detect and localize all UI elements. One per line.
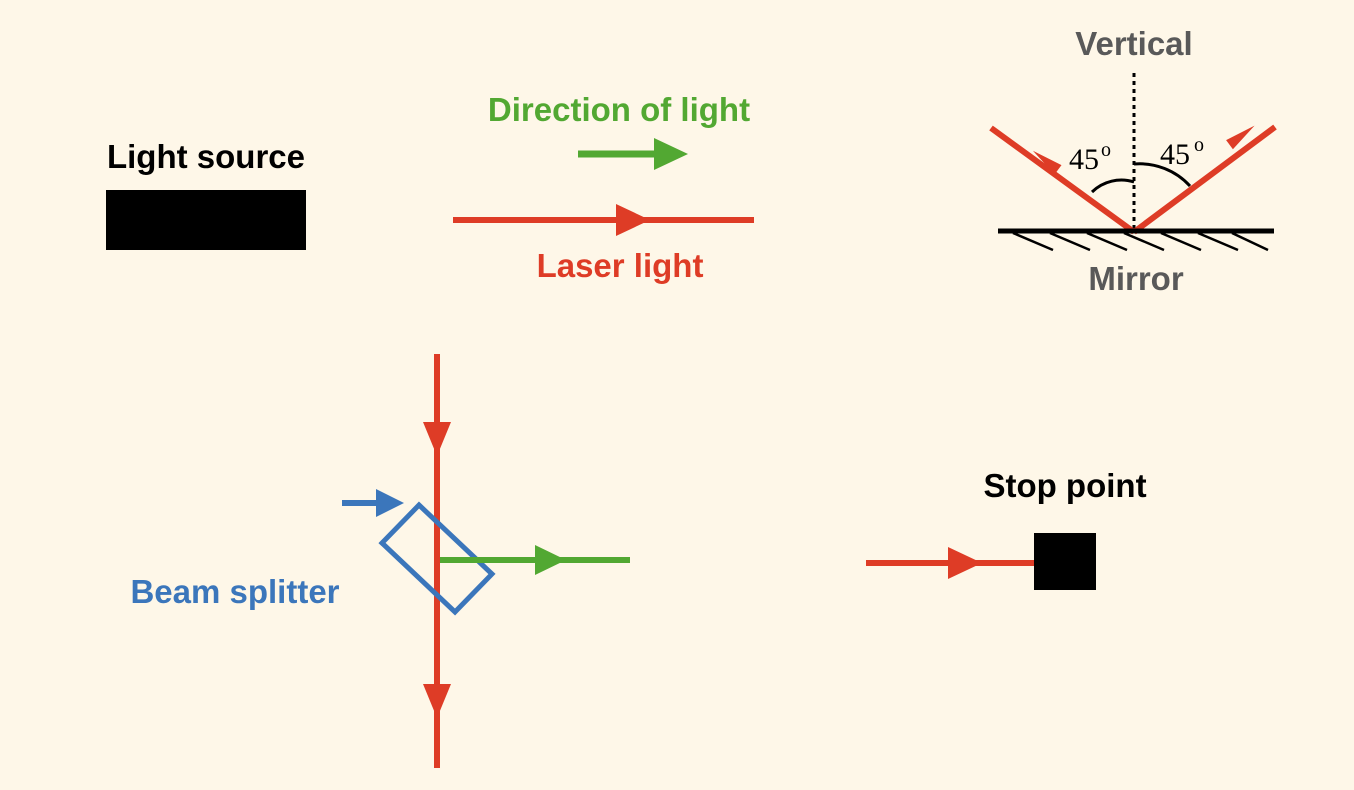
angle-left-degree: o (1101, 139, 1111, 161)
beam-splitter-label: Beam splitter (130, 573, 339, 610)
direction-arrow-icon (578, 138, 688, 170)
beam-splitter (378, 501, 496, 616)
mirror-surface (998, 228, 1274, 252)
angle-arcs (1090, 162, 1192, 194)
angle-left-value: 45 (1069, 143, 1099, 176)
stop-point-label: Stop point (983, 467, 1146, 504)
incident-ray (989, 125, 1136, 235)
mirror-label: Mirror (1088, 260, 1184, 297)
splitter-direction-arrow-icon (342, 489, 404, 517)
light-source-label: Light source (107, 138, 305, 175)
laser-light-label: Laser light (537, 247, 704, 284)
light-source-box (106, 190, 306, 250)
direction-of-light-label: Direction of light (488, 91, 750, 128)
split-beam (440, 545, 630, 575)
reflected-ray (1132, 124, 1277, 235)
splitter-laser-beam (423, 354, 451, 768)
vertical-label: Vertical (1075, 25, 1192, 62)
angle-right-value: 45 (1160, 138, 1190, 171)
angle-right-degree: o (1194, 134, 1204, 156)
stop-point-beam (866, 547, 1036, 579)
laser-light-sample (453, 204, 754, 236)
stop-point-block (1034, 533, 1096, 590)
